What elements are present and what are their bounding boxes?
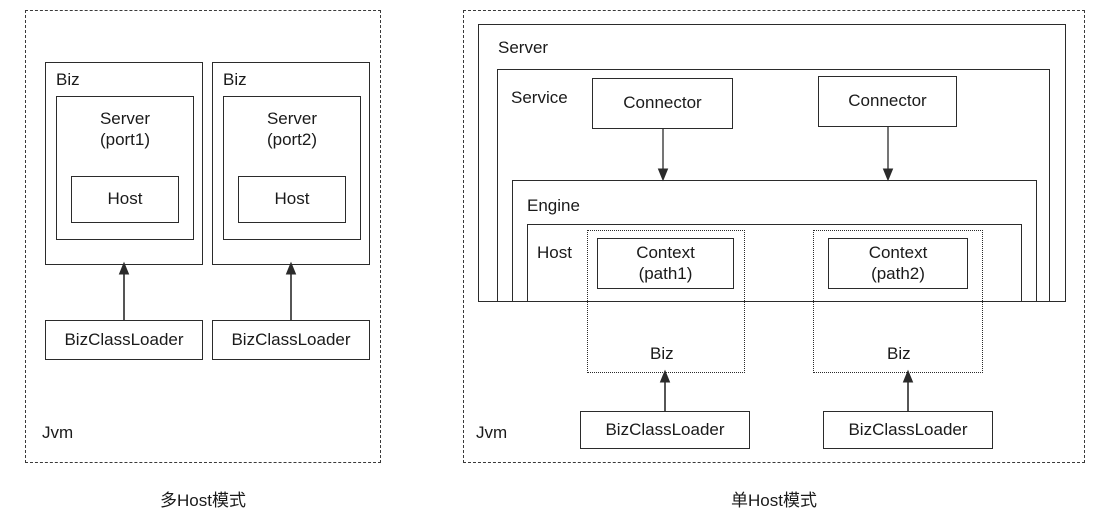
right-connector2-label: Connector xyxy=(848,91,927,111)
right-host-label: Host xyxy=(537,243,572,262)
right-arrow-connector1 xyxy=(657,129,669,182)
right-server-label: Server xyxy=(498,38,549,57)
left-biz1-label: Biz xyxy=(56,70,80,89)
right-context1-box xyxy=(597,238,734,289)
right-biz1-classloader-label: BizClassLoader xyxy=(605,419,725,439)
left-caption: 多Host模式 xyxy=(160,491,246,510)
left-arrow-2 xyxy=(285,261,297,320)
right-jvm-boundary xyxy=(463,10,1085,463)
right-engine-label: Engine xyxy=(527,196,580,215)
right-connector2-box xyxy=(818,76,957,127)
left-arrow-1 xyxy=(118,261,130,320)
left-biz1-host-box xyxy=(71,176,179,223)
right-biz2-label: Biz xyxy=(887,344,911,363)
right-connector1-box xyxy=(592,78,733,129)
right-context1-label: Context (path1) xyxy=(636,243,695,283)
left-biz1-classloader-box xyxy=(45,320,203,360)
left-jvm-label: Jvm xyxy=(42,423,74,442)
left-biz1-server-label: Server (port1) xyxy=(99,109,151,149)
left-biz1-classloader-label: BizClassLoader xyxy=(64,329,184,349)
right-biz2-box xyxy=(813,230,983,373)
right-caption: 单Host模式 xyxy=(731,491,817,510)
left-biz2-label: Biz xyxy=(223,70,247,89)
right-arrow-classloader1 xyxy=(659,369,671,412)
left-biz2-host-label: Host xyxy=(274,189,310,209)
left-biz2-classloader-box xyxy=(212,320,370,360)
left-biz2-server-label: Server (port2) xyxy=(266,109,318,149)
right-connector1-label: Connector xyxy=(623,93,702,113)
right-jvm-label: Jvm xyxy=(476,423,508,442)
right-context2-label: Context (path2) xyxy=(868,243,928,283)
right-arrow-classloader2 xyxy=(902,369,914,412)
left-biz1-server-box xyxy=(56,96,194,240)
right-host-box xyxy=(527,224,1022,302)
left-biz1-host-label: Host xyxy=(107,189,143,209)
right-context2-box xyxy=(828,238,968,289)
left-biz2-host-box xyxy=(238,176,346,223)
right-biz2-classloader-label: BizClassLoader xyxy=(848,419,968,439)
left-jvm-boundary xyxy=(25,10,381,463)
right-arrow-connector2 xyxy=(882,127,894,182)
left-biz2-server-box xyxy=(223,96,361,240)
right-biz1-label: Biz xyxy=(650,344,674,363)
left-biz2-classloader-label: BizClassLoader xyxy=(231,329,351,349)
right-service-label: Service xyxy=(511,88,568,107)
